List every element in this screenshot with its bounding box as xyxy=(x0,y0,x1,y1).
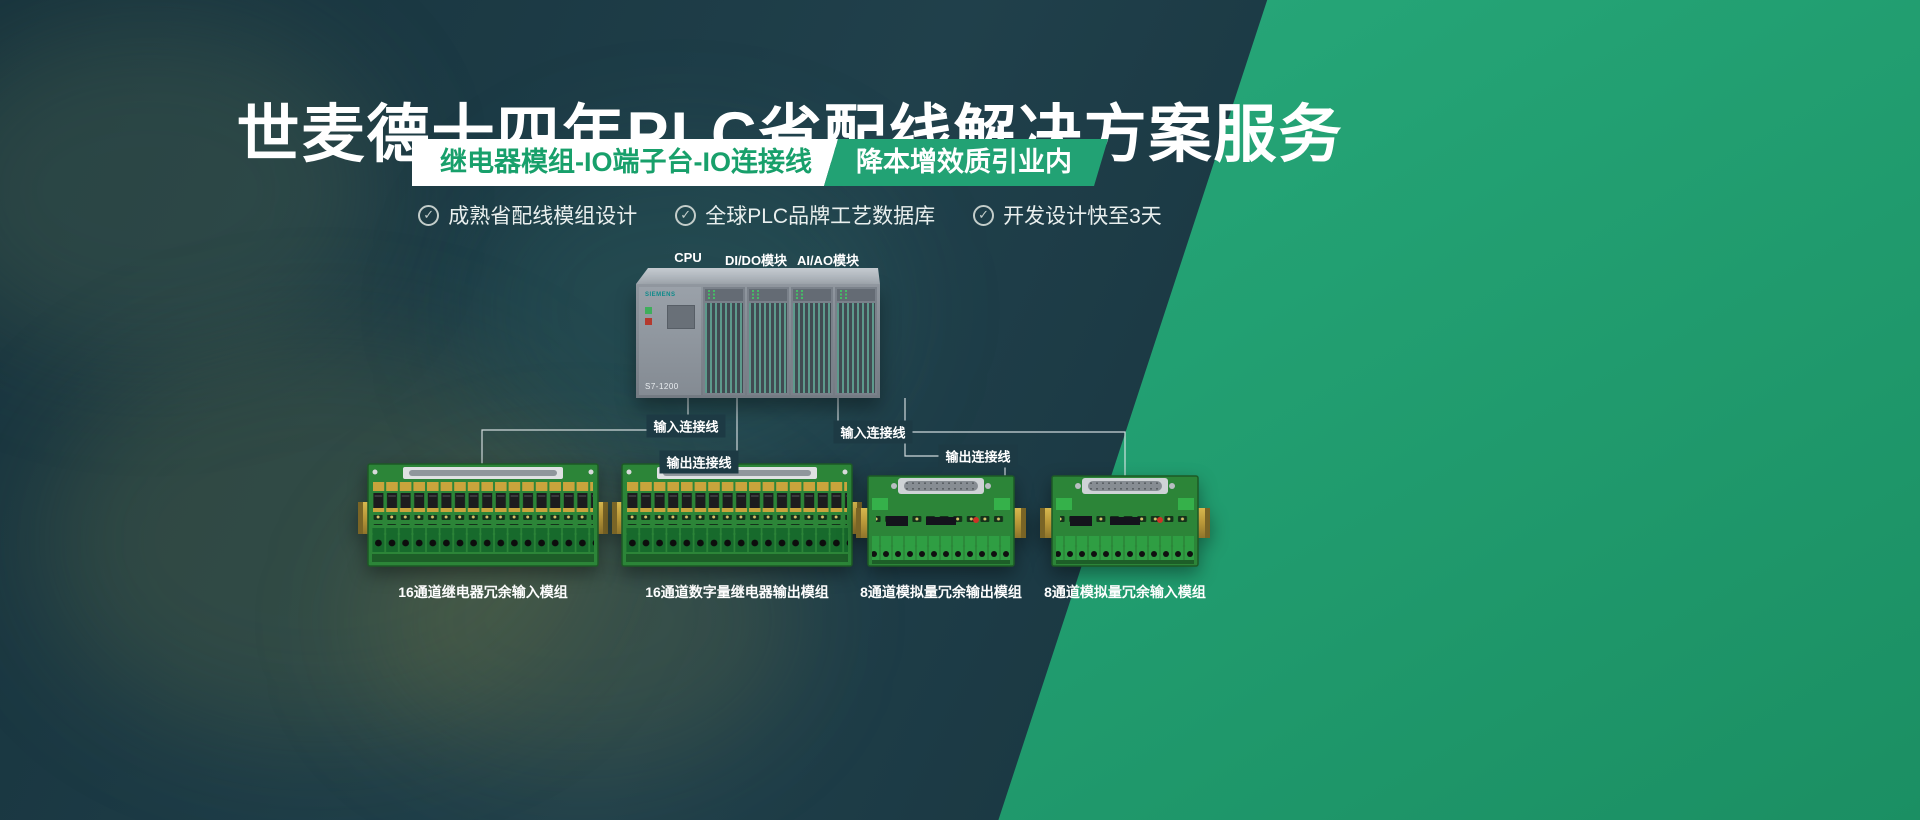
plc-io-slot xyxy=(835,287,877,395)
module-caption: 8通道模拟量冗余输入模组 xyxy=(1044,584,1206,600)
module-caption: 16通道继电器冗余输入模组 xyxy=(398,584,568,600)
background-photo-blur xyxy=(0,20,380,360)
module-caption: 16通道数字量继电器输出模组 xyxy=(645,584,829,600)
plc-slot-leds xyxy=(705,289,743,301)
feature-item: 成熟省配线模组设计 xyxy=(418,200,637,230)
plc-status-led-red xyxy=(645,318,652,325)
module-8ch-analog-input: 8通道模拟量冗余输入模组 xyxy=(1040,474,1210,602)
plc-dido-label: DI/DO模块 xyxy=(724,253,788,268)
check-circle-icon xyxy=(418,204,440,226)
plc-slot-leds xyxy=(749,289,787,301)
module-8ch-analog-output: 8通道模拟量冗余输出模组 xyxy=(856,474,1026,602)
feature-list: 成熟省配线模组设计 全球PLC品牌工艺数据库 开发设计快至3天 xyxy=(0,200,1580,230)
plc-cpu-section: SIEMENS S7-1200 xyxy=(639,287,701,395)
plc-display-panel xyxy=(667,305,695,329)
plc-slot-vents xyxy=(705,303,743,393)
plc-brand-text: SIEMENS xyxy=(645,292,676,298)
plc-cpu-label: CPU xyxy=(674,250,702,265)
connection-label-output-right: 输出连接线 xyxy=(938,444,1018,468)
ribbon-row: 继电器模组-IO端子台-IO连接线 降本增效质引业内 xyxy=(412,139,1108,186)
feature-label: 全球PLC品牌工艺数据库 xyxy=(705,205,936,228)
pcb-board-illustration xyxy=(612,463,862,567)
module-caption: 8通道模拟量冗余输出模组 xyxy=(860,584,1022,600)
plc-slot-vents xyxy=(749,303,787,393)
plc-io-slot xyxy=(747,287,789,395)
plc-body: SIEMENS S7-1200 xyxy=(636,284,880,398)
plc-status-led-green xyxy=(645,307,652,314)
plc-io-slot xyxy=(791,287,833,395)
pcb-board-illustration xyxy=(358,463,608,567)
plc-device-illustration: CPU DI/DO模块 AI/AO模块 SIEMENS S7-1200 xyxy=(636,250,880,398)
feature-item: 开发设计快至3天 xyxy=(973,200,1162,230)
ribbon-product-categories: 继电器模组-IO端子台-IO连接线 xyxy=(412,139,838,186)
plc-slot-leds xyxy=(793,289,831,301)
feature-label: 开发设计快至3天 xyxy=(1003,205,1162,228)
module-16ch-relay-output: 16通道数字量继电器输出模组 xyxy=(612,462,862,602)
connection-label-input-right: 输入连接线 xyxy=(833,420,913,444)
plc-aiao-label: AI/AO模块 xyxy=(796,253,860,268)
ribbon-slogan: 降本增效质引业内 xyxy=(824,139,1108,186)
check-circle-icon xyxy=(973,204,995,226)
plc-top-face xyxy=(636,268,880,284)
connection-label-input-left: 输入连接线 xyxy=(646,414,726,438)
feature-item: 全球PLC品牌工艺数据库 xyxy=(675,200,935,230)
pcb-board-illustration xyxy=(856,475,1026,567)
plc-slot-vents xyxy=(837,303,875,393)
check-circle-icon xyxy=(675,204,697,226)
feature-label: 成熟省配线模组设计 xyxy=(448,205,638,228)
plc-slot-vents xyxy=(793,303,831,393)
plc-io-slot xyxy=(703,287,745,395)
plc-model-text: S7-1200 xyxy=(645,382,679,391)
plc-slot-leds xyxy=(837,289,875,301)
pcb-board-illustration xyxy=(1040,475,1210,567)
connection-label-output-left: 输出连接线 xyxy=(659,450,739,474)
module-16ch-relay-input: 16通道继电器冗余输入模组 xyxy=(358,462,608,602)
